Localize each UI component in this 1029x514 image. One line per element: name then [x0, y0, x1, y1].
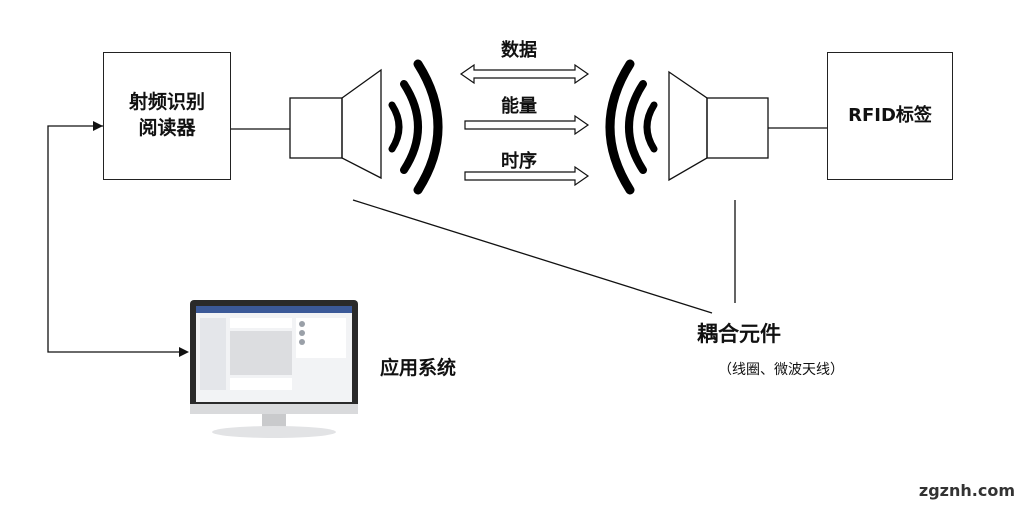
left-wave-icon [388, 59, 443, 195]
data-double-arrow [459, 63, 590, 85]
coupling-title: 耦合元件 [697, 322, 781, 346]
right-wave-icon [605, 59, 658, 195]
rfid-tag-box: RFID标签 [827, 52, 953, 180]
arrowhead-to-reader [93, 121, 103, 131]
energy-label: 能量 [501, 96, 537, 117]
coupling-subtitle: （线圈、微波天线） [718, 362, 844, 378]
reader-app-connector [47, 125, 187, 353]
data-label: 数据 [501, 40, 537, 61]
rfid-reader-box: 射频识别 阅读器 [103, 52, 231, 180]
reader-label-line1: 射频识别 [128, 91, 205, 114]
timing-label: 时序 [501, 151, 537, 172]
coupling-leader-left [352, 199, 713, 314]
computer-monitor-icon [190, 300, 358, 438]
watermark: zgznh.com [918, 481, 1015, 500]
reader-label-line2: 阅读器 [138, 117, 196, 139]
energy-arrow [464, 114, 590, 136]
left-antenna-icon [289, 68, 382, 180]
arrowhead-to-app [179, 347, 189, 357]
right-antenna-icon [668, 70, 769, 182]
timing-arrow [464, 165, 590, 187]
app-system-label: 应用系统 [380, 357, 457, 379]
tag-label: RFID标签 [848, 104, 932, 126]
